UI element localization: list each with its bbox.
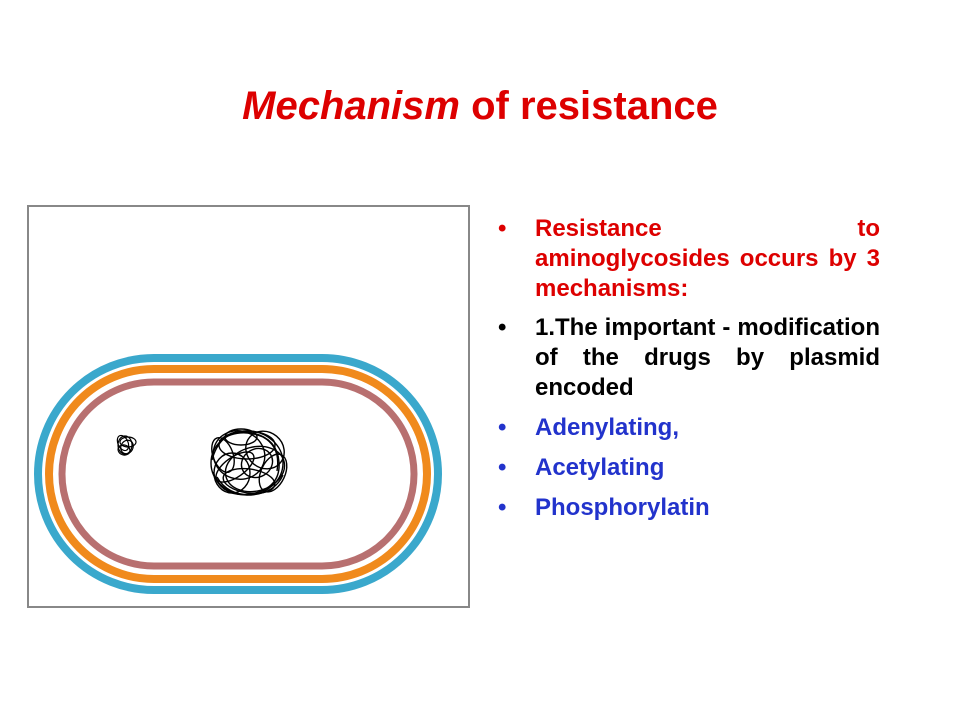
bullet-text: Adenylating, (535, 414, 680, 441)
bullet-item-acetylating: • Acetylating (498, 453, 880, 483)
chromosome-dna-icon (210, 428, 288, 496)
bullet-dot: • (498, 494, 507, 521)
bullet-dot: • (498, 314, 507, 341)
bullet-dot: • (498, 215, 507, 242)
plasmid-icon (116, 434, 137, 456)
title-italic-part: Mechanism (242, 84, 460, 128)
bullet-item-adenylating: • Adenylating, (498, 413, 880, 443)
bullet-text: Acetylating (535, 454, 665, 481)
bullet-text: Resistance to aminoglycosides occurs by … (535, 215, 880, 302)
bullet-list: • Resistance to aminoglycosides occurs b… (498, 214, 880, 532)
bacterial-cell-figure (27, 205, 470, 608)
bullet-dot: • (498, 454, 507, 481)
inner-cell-membrane (58, 378, 418, 570)
outer-cell-wall (34, 354, 442, 594)
bullet-item-modification: • 1.The important - modification of the … (498, 313, 880, 403)
figure-frame (27, 205, 470, 608)
title-rest-part: of resistance (459, 84, 718, 128)
bacterial-cell-svg (27, 205, 470, 608)
middle-cell-wall (45, 365, 431, 583)
bullet-text: Phosphorylatin (535, 494, 710, 521)
slide-title: Mechanism of resistance (0, 78, 960, 134)
bullet-item-phosphorylatin: • Phosphorylatin (498, 493, 880, 523)
bullet-item-resistance: • Resistance to aminoglycosides occurs b… (498, 214, 880, 304)
bullet-dot: • (498, 414, 507, 441)
bullet-text: 1.The important - modification of the dr… (535, 314, 880, 401)
